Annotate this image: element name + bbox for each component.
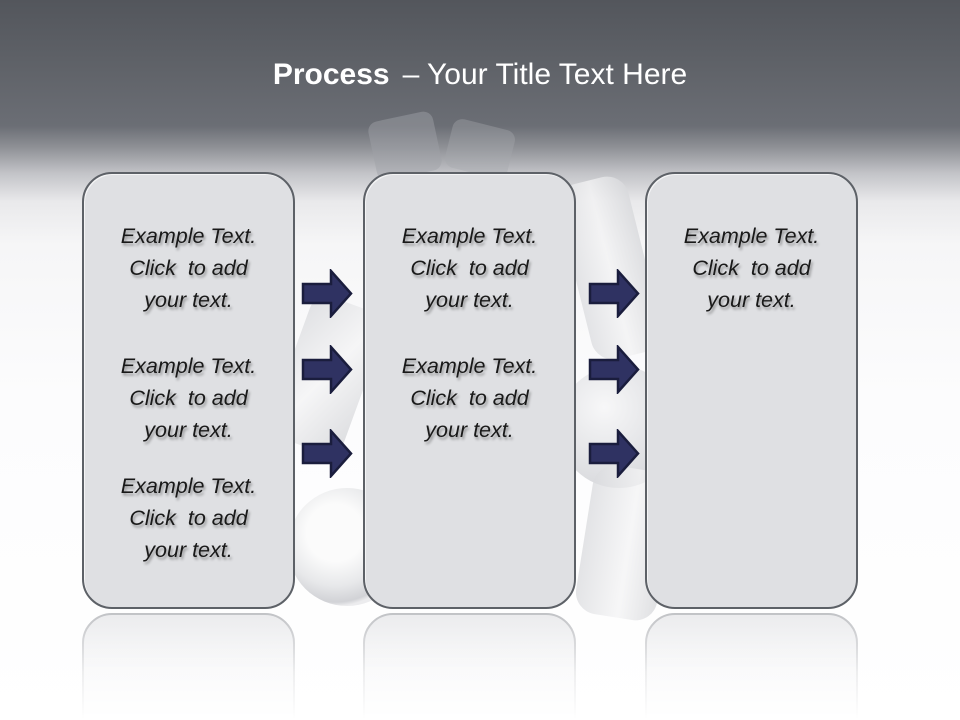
page-title-subtitle: – Your Title Text Here: [402, 58, 688, 91]
arrow-right-icon[interactable]: [588, 429, 640, 478]
process-panel-3[interactable]: Example Text. Click to add your text.: [645, 172, 858, 609]
panel-reflection: [0, 613, 960, 720]
placeholder-text[interactable]: Example Text. Click to add your text.: [401, 354, 538, 442]
panel-reflection-2: [363, 613, 576, 720]
panel-reflection-1: [82, 613, 295, 720]
arrow-right-icon[interactable]: [301, 345, 353, 394]
placeholder-text[interactable]: Example Text. Click to add your text.: [683, 224, 820, 312]
page-title: Process – Your Title Text Here: [0, 54, 960, 96]
placeholder-text[interactable]: Example Text. Click to add your text.: [120, 224, 257, 312]
process-panel-1[interactable]: Example Text. Click to add your text. Ex…: [82, 172, 295, 609]
arrow-right-icon[interactable]: [301, 269, 353, 318]
placeholder-text[interactable]: Example Text. Click to add your text.: [120, 474, 257, 562]
arrow-right-icon[interactable]: [588, 269, 640, 318]
placeholder-text[interactable]: Example Text. Click to add your text.: [401, 224, 538, 312]
process-panel-2[interactable]: Example Text. Click to add your text. Ex…: [363, 172, 576, 609]
arrow-right-icon[interactable]: [301, 429, 353, 478]
page-title-keyword: Process: [272, 58, 390, 91]
arrow-right-icon[interactable]: [588, 345, 640, 394]
placeholder-text[interactable]: Example Text. Click to add your text.: [120, 354, 257, 442]
panel-reflection-3: [645, 613, 858, 720]
